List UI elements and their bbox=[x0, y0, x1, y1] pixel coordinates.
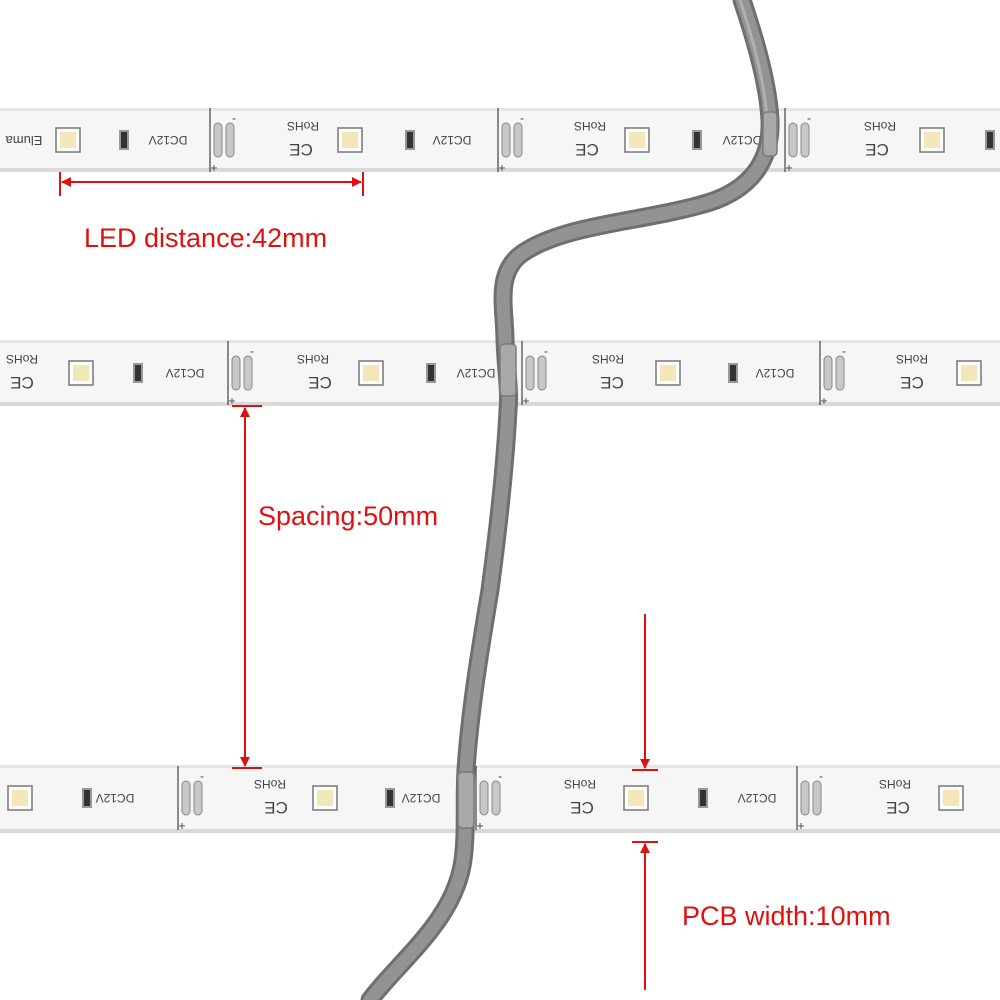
plus-marking: + bbox=[797, 819, 804, 833]
minus-marking: - bbox=[250, 346, 254, 360]
resistor bbox=[385, 788, 395, 808]
led-emitter bbox=[317, 790, 333, 806]
plus-marking: + bbox=[210, 161, 217, 175]
led-emitter bbox=[660, 365, 676, 381]
voltage-marking: DC12V bbox=[457, 366, 496, 380]
led-emitter bbox=[12, 790, 28, 806]
voltage-marking: DC12V bbox=[166, 366, 205, 380]
solder-pad bbox=[537, 355, 547, 391]
solder-pad bbox=[835, 355, 845, 391]
rohs-marking: RoHS bbox=[564, 777, 596, 791]
ce-marking: CE bbox=[865, 140, 889, 159]
voltage-marking: DC12V bbox=[723, 133, 762, 147]
plus-marking: + bbox=[785, 161, 792, 175]
ce-marking: CE bbox=[570, 798, 594, 817]
rohs-marking: RoHS bbox=[879, 777, 911, 791]
ce-marking: CE bbox=[308, 373, 332, 392]
ce-marking: CE bbox=[600, 373, 624, 392]
spacing-dimension bbox=[232, 405, 262, 769]
voltage-marking: DC12V bbox=[756, 366, 795, 380]
led-emitter bbox=[943, 790, 959, 806]
solder-pad bbox=[225, 122, 235, 158]
plus-marking: + bbox=[522, 394, 529, 408]
plus-marking: + bbox=[476, 819, 483, 833]
led-emitter bbox=[961, 365, 977, 381]
brand-marking: Eluma bbox=[5, 133, 43, 148]
ce-marking: CE bbox=[10, 373, 34, 392]
led-emitter bbox=[628, 790, 644, 806]
rohs-marking: RoHS bbox=[896, 352, 928, 366]
minus-marking: - bbox=[819, 771, 823, 785]
solder-pad bbox=[193, 780, 203, 816]
resistor bbox=[426, 363, 436, 383]
solder-pad bbox=[823, 355, 833, 391]
resistor bbox=[405, 130, 415, 150]
minus-marking: - bbox=[544, 346, 548, 360]
resistor bbox=[119, 130, 129, 150]
minus-marking: - bbox=[498, 771, 502, 785]
rohs-marking: RoHS bbox=[297, 352, 329, 366]
minus-marking: - bbox=[807, 113, 811, 127]
solder-pad bbox=[231, 355, 241, 391]
led-strip-top bbox=[0, 108, 1000, 172]
solder-pad bbox=[181, 780, 191, 816]
solder-pad bbox=[788, 122, 798, 158]
minus-marking: - bbox=[200, 771, 204, 785]
resistor bbox=[698, 788, 708, 808]
solder-pad bbox=[501, 122, 511, 158]
rohs-marking: RoHS bbox=[254, 777, 286, 791]
plus-marking: + bbox=[178, 819, 185, 833]
plus-marking: + bbox=[498, 161, 505, 175]
resistor bbox=[692, 130, 702, 150]
led-emitter bbox=[924, 132, 940, 148]
solder-pad bbox=[525, 355, 535, 391]
led-emitter bbox=[73, 365, 89, 381]
led-distance-label: LED distance:42mm bbox=[84, 223, 328, 253]
led-emitter bbox=[342, 132, 358, 148]
solder-pad bbox=[491, 780, 501, 816]
pcb-width-label: PCB width:10mm bbox=[682, 901, 891, 931]
resistor bbox=[728, 363, 738, 383]
plus-marking: + bbox=[820, 394, 827, 408]
voltage-marking: DC12V bbox=[738, 791, 777, 805]
ce-marking: CE bbox=[575, 140, 599, 159]
ce-marking: CE bbox=[900, 373, 924, 392]
ce-marking: CE bbox=[264, 798, 288, 817]
led-emitter bbox=[629, 132, 645, 148]
resistor bbox=[985, 130, 995, 150]
spacing-label: Spacing:50mm bbox=[258, 501, 439, 531]
pcb-width-dimension bbox=[632, 614, 658, 990]
led-emitter bbox=[363, 365, 379, 381]
rohs-marking: RoHS bbox=[864, 119, 896, 133]
resistor bbox=[133, 363, 143, 383]
resistor bbox=[82, 788, 92, 808]
minus-marking: - bbox=[232, 113, 236, 127]
solder-pad bbox=[479, 780, 489, 816]
solder-pad bbox=[213, 122, 223, 158]
solder-pad bbox=[812, 780, 822, 816]
power-cable bbox=[360, 0, 780, 1000]
voltage-marking: DC12V bbox=[402, 791, 441, 805]
ce-marking: CE bbox=[886, 798, 910, 817]
minus-marking: - bbox=[842, 346, 846, 360]
rohs-marking: RoHS bbox=[574, 119, 606, 133]
voltage-marking: DC12V bbox=[96, 791, 135, 805]
solder-pad bbox=[243, 355, 253, 391]
voltage-marking: DC12V bbox=[149, 133, 188, 147]
solder-pad bbox=[800, 780, 810, 816]
led-emitter bbox=[60, 132, 76, 148]
rohs-marking: RoHS bbox=[592, 352, 624, 366]
rohs-marking: RoHS bbox=[6, 352, 38, 366]
voltage-marking: DC12V bbox=[433, 133, 472, 147]
minus-marking: - bbox=[520, 113, 524, 127]
rohs-marking: RoHS bbox=[287, 119, 319, 133]
solder-pad bbox=[513, 122, 523, 158]
plus-marking: + bbox=[228, 394, 235, 408]
ce-marking: CE bbox=[289, 140, 313, 159]
led-distance-dimension bbox=[59, 172, 364, 196]
solder-pad bbox=[800, 122, 810, 158]
